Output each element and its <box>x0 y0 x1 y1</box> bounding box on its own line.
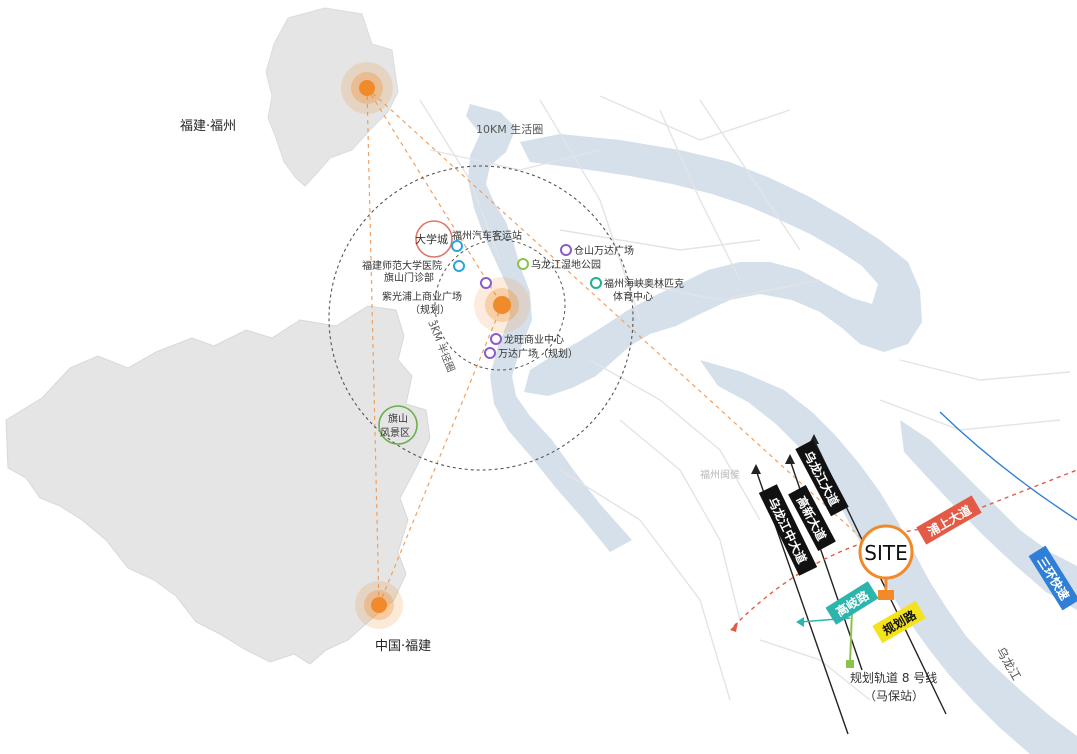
hotspot-city-center <box>474 277 530 333</box>
poi-hospital-marker <box>453 260 465 272</box>
poi-olympic-label: 福州海峡奥林匹克 <box>604 277 684 290</box>
fujian-province-shape <box>265 7 399 187</box>
poi-cangshan-wanda-marker <box>560 244 572 256</box>
poi-longwang-marker <box>490 333 502 345</box>
poi-ziguang-label: 紫光浦上商业广场 <box>382 290 462 303</box>
poi-markers <box>451 240 602 359</box>
ring-3km <box>434 239 566 371</box>
poi-wanda-planned-label: 万达广场（规划） <box>498 347 578 360</box>
site-marker: SITE <box>858 524 914 600</box>
poi-scenic-area-label-2: 风景区 <box>380 427 410 439</box>
ring-10km-label: 10KM 生活圈 <box>476 122 543 136</box>
metro-station-marker <box>846 660 854 668</box>
poi-olympic-center-marker <box>590 277 602 289</box>
china-country-shape <box>5 305 431 665</box>
ring-10km <box>328 165 634 471</box>
river-main-shape <box>520 134 922 396</box>
metro-station-label: （马保站） <box>864 689 924 703</box>
poi-ziguang-planned-label: （规划） <box>410 303 450 316</box>
poi-university-town-label: 大学城 <box>415 232 448 246</box>
label-fujian-fuzhou: 福建·福州 <box>180 119 236 134</box>
poi-hospital-label: 福建师范大学医院 <box>362 259 442 272</box>
ring-3km-label: 3KM 半径圈 <box>425 318 458 374</box>
road-tag-planned-road: 规划路 <box>872 600 926 644</box>
poi-clinic-label: 旗山门诊部 <box>384 271 434 284</box>
poi-wanda-planned-marker <box>484 347 496 359</box>
poi-wetland-park-marker <box>517 258 529 270</box>
river-upper-shape <box>466 104 632 552</box>
hotspot-fuzhou <box>341 62 393 114</box>
hotspot-fujian <box>355 581 403 629</box>
poi-university-town-ring <box>415 220 453 258</box>
poi-ziguang-plaza-marker <box>480 277 492 289</box>
poi-scenic-area-label-1: 旗山 <box>388 412 408 425</box>
street-network <box>419 95 1071 701</box>
connection-lines <box>366 87 893 606</box>
poi-scenic-area-ring <box>378 405 418 445</box>
site-label: SITE <box>864 541 907 565</box>
poi-cangshan-wanda-label: 仓山万达广场 <box>574 244 634 257</box>
poi-wetland-park-label: 乌龙江湿地公园 <box>531 258 601 271</box>
poi-bus-station-marker <box>451 240 463 252</box>
faded-district-label: 福州闽侯 <box>700 468 740 481</box>
poi-longwang-label: 龙旺商业中心 <box>504 333 564 346</box>
poi-sports-center-label: 体育中心 <box>613 290 653 303</box>
poi-bus-station-label: 福州汽车客运站 <box>452 229 522 242</box>
label-china-fujian: 中国·福建 <box>375 639 431 654</box>
metro-line-label: 规划轨道 8 号线 <box>850 670 937 685</box>
